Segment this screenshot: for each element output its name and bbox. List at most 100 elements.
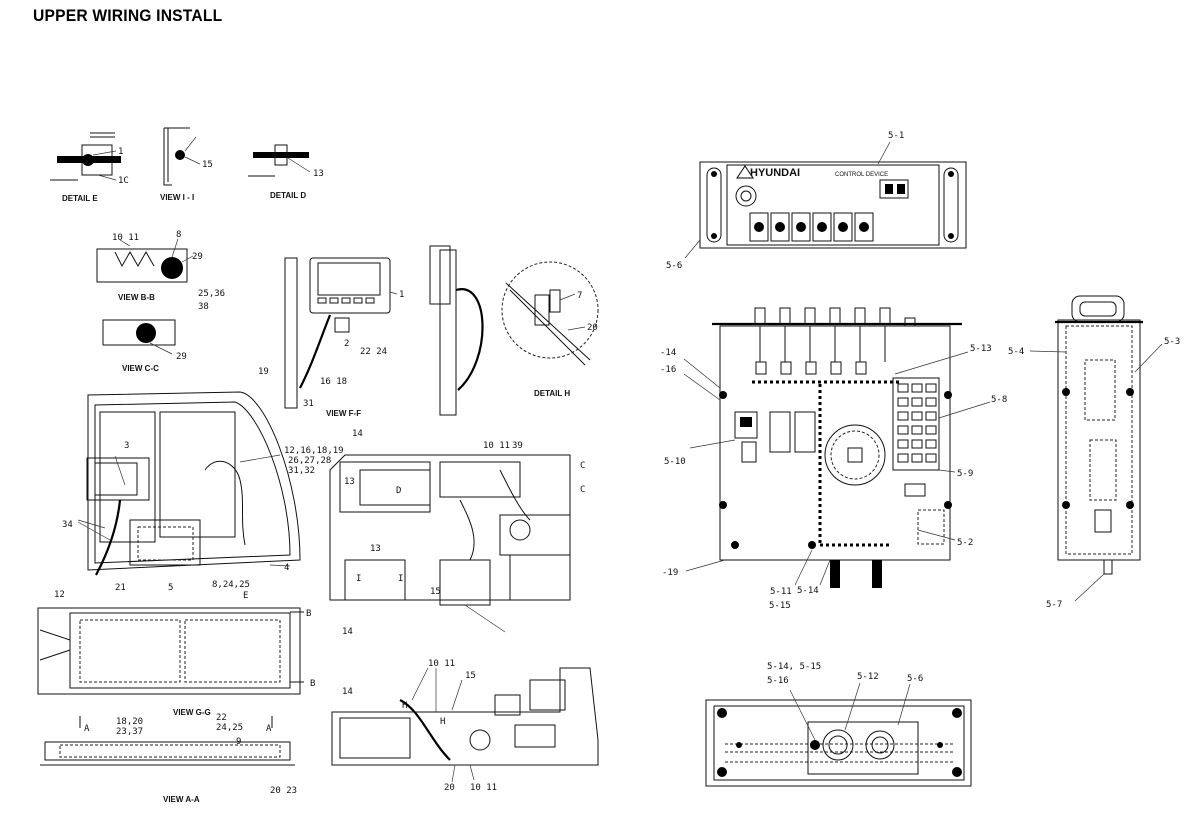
callout: 25,36 xyxy=(198,289,225,299)
callout: 22 24 xyxy=(360,347,387,357)
callout: 8 xyxy=(176,230,181,240)
callout: 5-3 xyxy=(1164,337,1180,347)
view-caption: DETAIL D xyxy=(270,191,306,200)
callout: 13 xyxy=(344,477,355,487)
callout: 4 xyxy=(284,563,289,573)
callout: 18,20 xyxy=(116,717,143,727)
callout: 24,25 xyxy=(216,723,243,733)
callout: 20 xyxy=(444,783,455,793)
callout: 1C xyxy=(118,176,129,186)
callout: H xyxy=(402,701,407,711)
callout: 20 xyxy=(587,323,598,333)
callout: 5-2 xyxy=(957,538,973,548)
callout: 16 18 xyxy=(320,377,347,387)
detail-h: 7 20 DETAIL H xyxy=(429,245,599,416)
callout: 5-6 xyxy=(666,261,682,271)
callout: 14 xyxy=(342,687,353,697)
callout: 5-16 xyxy=(767,676,789,686)
callout: 10 11 xyxy=(112,233,139,243)
callout: 23,37 xyxy=(116,727,143,737)
callout: I xyxy=(398,574,403,584)
callout: 38 xyxy=(198,302,209,312)
callout: 13 xyxy=(313,169,324,179)
callout: 5-7 xyxy=(1046,600,1062,610)
callout: 19 xyxy=(258,367,269,377)
view-caption: VIEW C-C xyxy=(122,364,159,373)
callout: 20 23 xyxy=(270,786,297,796)
callout: -14 xyxy=(660,348,676,358)
detail-e: 1 1C DETAIL E xyxy=(50,132,129,203)
callout: 5-15 xyxy=(769,601,791,611)
view-caption: DETAIL H xyxy=(534,389,570,398)
view-a-a: A A 18,20 23,37 22 24,25 9 20 23 VIEW A-… xyxy=(40,713,297,804)
callout: 39 xyxy=(512,441,523,451)
callout: -19 xyxy=(662,568,678,578)
callout: 29 xyxy=(176,352,187,362)
view-caption: VIEW B-B xyxy=(118,293,155,302)
view-caption: VIEW G-G xyxy=(173,708,211,717)
callout: 14 xyxy=(342,627,353,637)
callout: -16 xyxy=(660,365,676,375)
callout: 5-11 xyxy=(770,587,792,597)
callout: 12,16,18,19 xyxy=(284,446,344,456)
view-i-i: 15 VIEW I - I xyxy=(160,127,213,202)
callout: 10 11 xyxy=(483,441,510,451)
callout: 13 xyxy=(370,544,381,554)
callout: 1 xyxy=(118,147,123,157)
callout: 1 xyxy=(399,290,404,300)
callout: 31,32 xyxy=(288,466,315,476)
callout: E xyxy=(243,591,248,601)
detail-d: 13 DETAIL D xyxy=(248,144,324,200)
view-caption: DETAIL E xyxy=(62,194,98,203)
callout: 22 xyxy=(216,713,227,723)
callout: D xyxy=(396,486,401,496)
control-device-front: HYUNDAI CONTROL DEVICE 5-1 5-6 xyxy=(666,131,967,271)
callout: 5-9 xyxy=(957,469,973,479)
callout: 5-14, 5-15 xyxy=(767,662,821,672)
callout: I xyxy=(356,574,361,584)
upper-frame-view: 14 13 D 10 11 39 C C 13 I I 15 14 xyxy=(329,429,585,637)
callout: 7 xyxy=(577,291,582,301)
view-c-c: 29 VIEW C-C xyxy=(102,319,187,373)
device-label: CONTROL DEVICE xyxy=(835,172,888,178)
brand-label: HYUNDAI xyxy=(750,167,800,179)
callout: 31 xyxy=(303,399,314,409)
callout: B xyxy=(306,609,311,619)
callout: 10 11 xyxy=(470,783,497,793)
side-view: 14 10 11 15 H H 20 10 11 xyxy=(331,659,599,793)
callout: A xyxy=(84,724,90,734)
callout: C xyxy=(580,461,585,471)
callout: 29 xyxy=(192,252,203,262)
callout: 14 xyxy=(352,429,363,439)
control-box-side: 5-4 5-3 5-7 xyxy=(1008,295,1180,610)
callout: 15 xyxy=(465,671,476,681)
callout: 21 xyxy=(115,583,126,593)
callout: 15 xyxy=(430,587,441,597)
view-caption: VIEW F-F xyxy=(326,409,361,418)
view-caption: VIEW A-A xyxy=(163,795,200,804)
callout: 34 xyxy=(62,520,73,530)
callout: 9 xyxy=(236,737,241,747)
control-box-inside: -14 -16 5-13 5-8 5-10 5-9 5-2 -19 5-11 5… xyxy=(660,307,1007,611)
callout: 5 xyxy=(168,583,173,593)
control-box-bottom: 5-14, 5-15 5-16 5-12 5-6 xyxy=(705,662,972,787)
callout: 8,24,25 xyxy=(212,580,250,590)
cab-view: 3 12,16,18,19 26,27,28 31,32 34 12 21 5 … xyxy=(54,391,344,601)
view-caption: VIEW I - I xyxy=(160,193,194,202)
callout: C xyxy=(580,485,585,495)
page-title: UPPER WIRING INSTALL xyxy=(33,6,223,25)
callout: 5-14 xyxy=(797,586,819,596)
callout: 2 xyxy=(344,339,349,349)
callout: 15 xyxy=(202,160,213,170)
callout: 3 xyxy=(124,441,129,451)
view-g-g: B B VIEW G-G xyxy=(37,607,315,717)
callout: 5-8 xyxy=(991,395,1007,405)
callout: 5-6 xyxy=(907,674,923,684)
callout: 26,27,28 xyxy=(288,456,331,466)
view-b-b: 10 11 8 29 25,36 38 VIEW B-B xyxy=(96,230,225,312)
callout: 5-4 xyxy=(1008,347,1024,357)
callout: B xyxy=(310,679,315,689)
callout: 5-10 xyxy=(664,457,686,467)
